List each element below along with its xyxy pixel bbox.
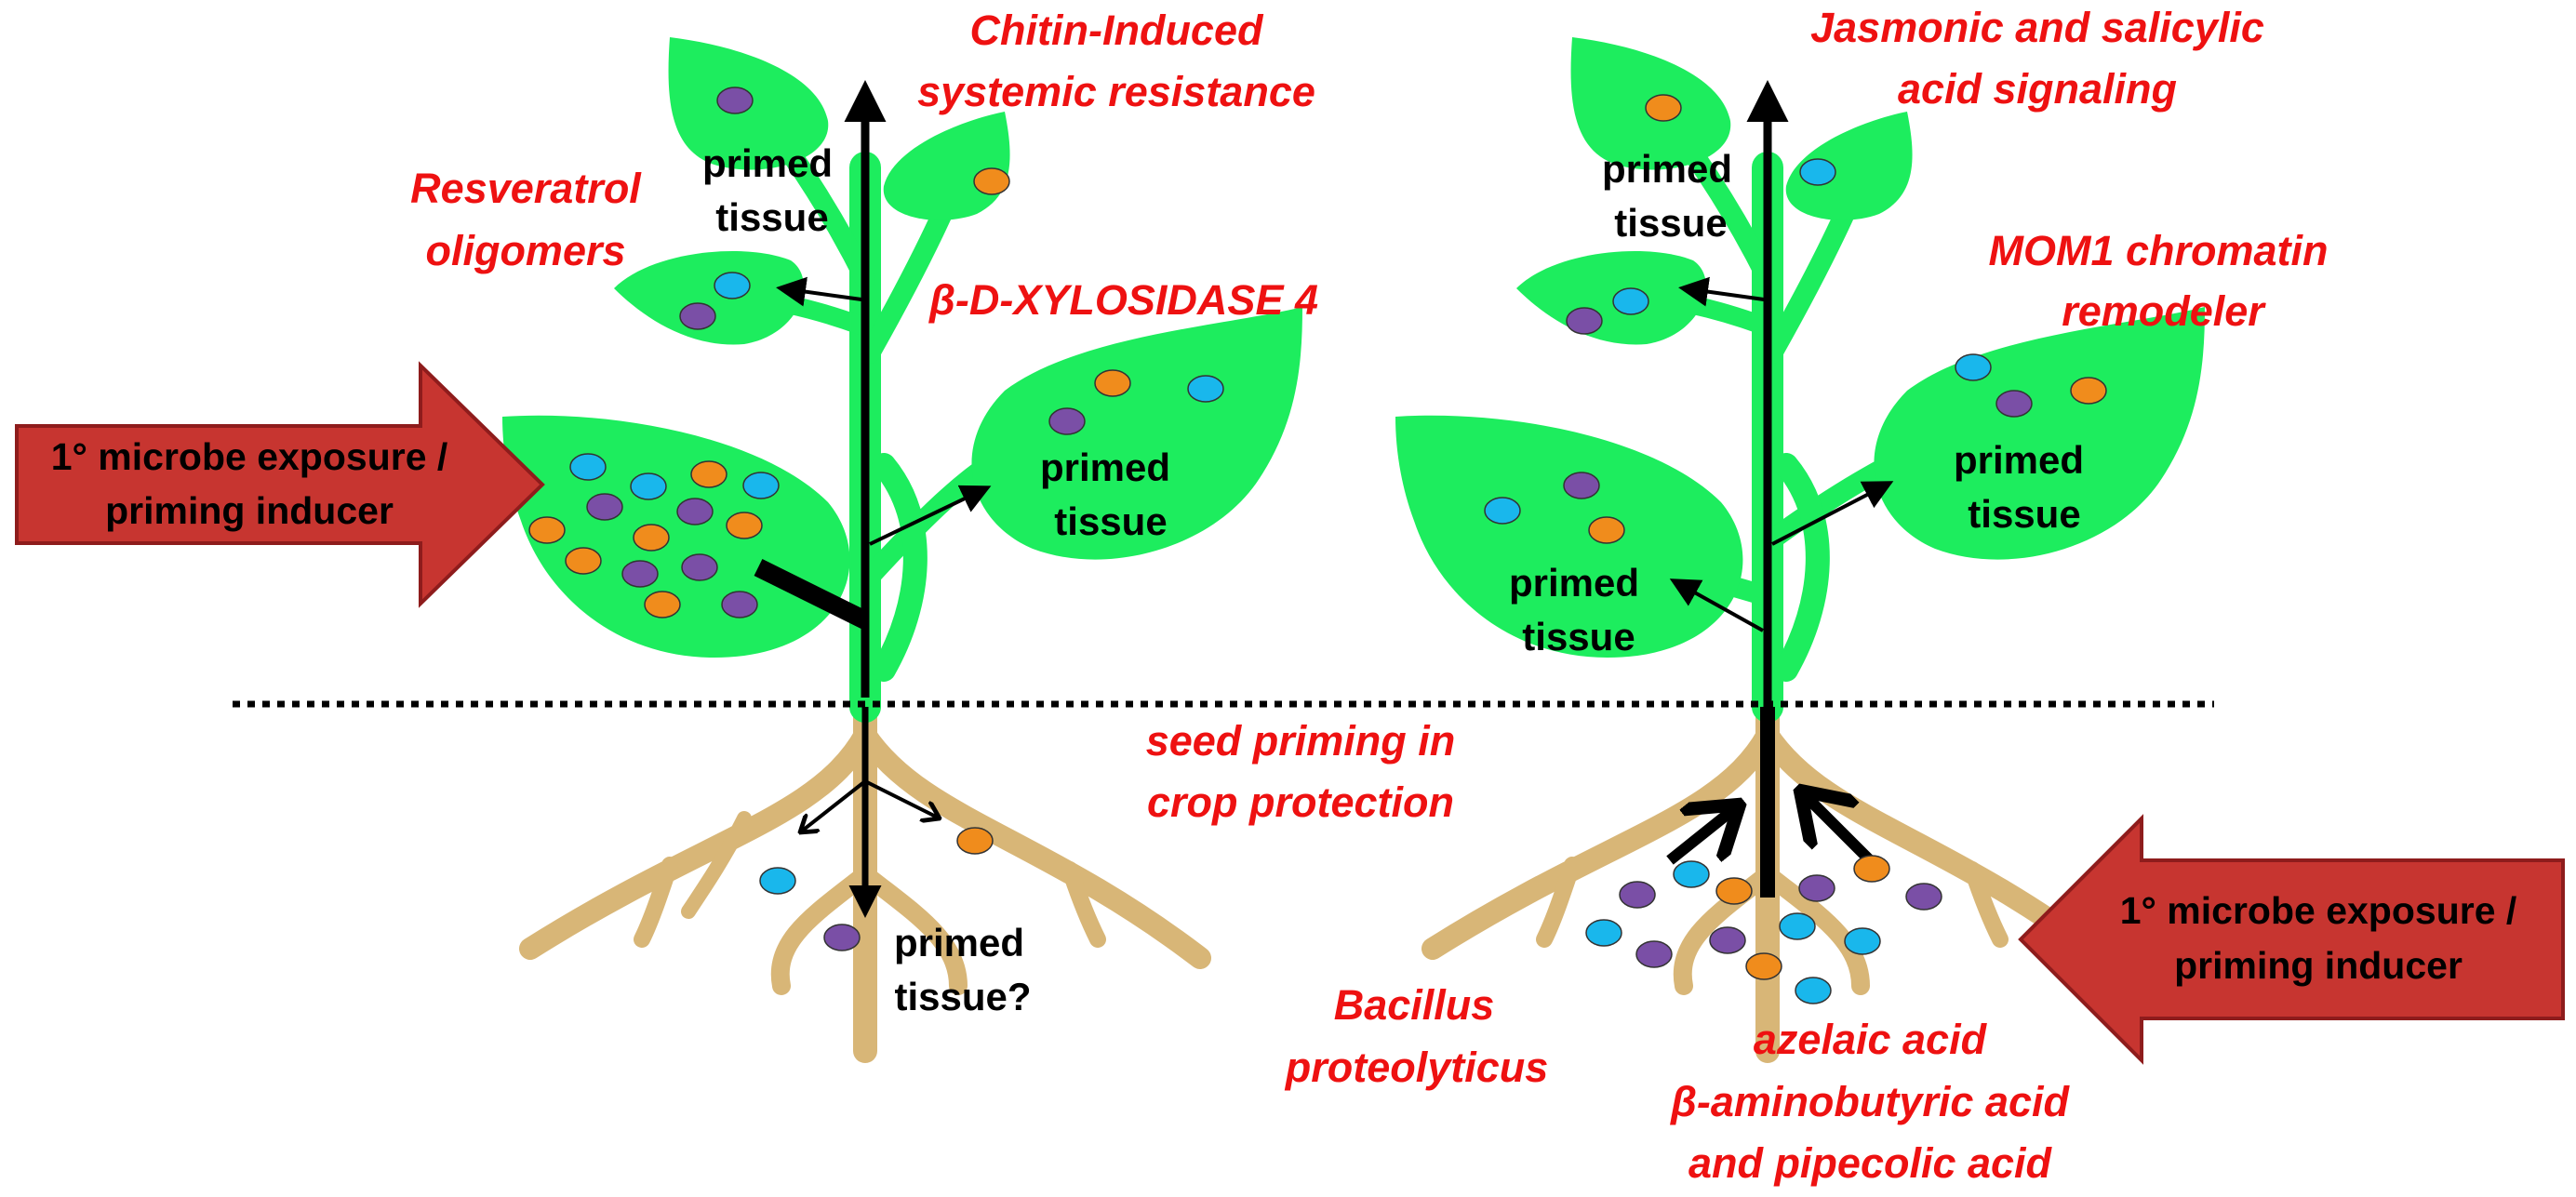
bacillus-line1: Bacillus [1334, 981, 1495, 1029]
left-leaf-upper-right [883, 112, 1010, 220]
right-primed-right-line2: tissue [1968, 492, 2080, 536]
right-primed-right-line1: primed [1954, 438, 2084, 482]
molecule-dots [528, 86, 2107, 1004]
right-leaf-small-left [1516, 251, 1706, 345]
acids-line2: β-aminobutyric acid [1670, 1078, 2071, 1125]
acids-line3: and pipecolic acid [1688, 1139, 2053, 1187]
right-primed-top-line1: primed [1602, 147, 1732, 191]
left-primed-top-line1: primed [702, 141, 833, 185]
right-signal-arrows [1666, 80, 1894, 898]
right-primed-top-line2: tissue [1614, 201, 1727, 245]
bacillus-line2: proteolyticus [1285, 1044, 1549, 1091]
seed-priming-line1: seed priming in [1146, 717, 1456, 765]
resveratrol-line1: Resveratrol [410, 165, 642, 212]
right-leaf-lower-left [1395, 415, 1743, 658]
right-inducer-arrow: 1° microbe exposure / priming inducer [2018, 814, 2565, 1065]
right-primed-left-line2: tissue [1522, 615, 1635, 658]
left-signal-arrows [754, 80, 992, 918]
left-leaf-right [971, 307, 1302, 560]
left-roots [519, 695, 1211, 1063]
mom1-line2: remodeler [2062, 287, 2266, 335]
left-leaf-resveratrol [614, 251, 804, 345]
left-thick-bar [754, 559, 870, 629]
left-leaves [502, 37, 1302, 658]
left-inducer-line1: 1° microbe exposure / [51, 435, 448, 478]
left-root-arrow-right [864, 779, 940, 818]
red-annotations: Chitin-Induced systemic resistance Resve… [410, 4, 2328, 1187]
right-inducer-line1: 1° microbe exposure / [2120, 889, 2517, 932]
right-arrow-to-right-leaf [1771, 481, 1894, 546]
xylosidase-label: β-D-XYLOSIDASE 4 [928, 276, 1318, 324]
left-primed-labels: primed tissue primed tissue primed tissu… [702, 141, 1170, 1018]
left-arrow-to-resveratrol-leaf [776, 276, 862, 307]
left-primed-root-line2: tissue? [894, 975, 1031, 1018]
chitin-line2: systemic resistance [917, 68, 1315, 115]
chitin-line1: Chitin-Induced [970, 7, 1264, 54]
right-arrow-to-small-leaf [1678, 276, 1765, 307]
left-arrow-to-right-leaf [869, 485, 992, 546]
left-primed-right-line1: primed [1040, 446, 1170, 489]
right-root-arrow-right [1800, 791, 1875, 865]
right-arrow-to-lower-left-leaf [1669, 579, 1764, 632]
right-primed-labels: primed tissue primed tissue primed tissu… [1509, 147, 2084, 658]
left-inducer-arrow: 1° microbe exposure / priming inducer [15, 361, 545, 608]
left-plant [502, 37, 1302, 1063]
right-leaf-upper-right [1785, 112, 1913, 220]
right-root-arrow-left [1666, 805, 1740, 865]
jasmonic-line2: acid signaling [1898, 65, 2177, 113]
left-primed-right-line2: tissue [1054, 499, 1167, 543]
mom1-line1: MOM1 chromatin [1988, 227, 2328, 274]
left-inducer-line2: priming inducer [105, 489, 394, 532]
right-inducer-line2: priming inducer [2174, 944, 2463, 987]
acids-line1: azelaic acid [1754, 1016, 1988, 1063]
left-primed-root-line1: primed [894, 921, 1024, 964]
left-root-arrow-left [800, 779, 867, 832]
seed-priming-line2: crop protection [1147, 778, 1454, 826]
left-primed-top-line2: tissue [715, 195, 828, 239]
resveratrol-line2: oligomers [425, 227, 625, 274]
jasmonic-line1: Jasmonic and salicylic [1810, 4, 2264, 51]
right-primed-left-line1: primed [1509, 561, 1639, 605]
